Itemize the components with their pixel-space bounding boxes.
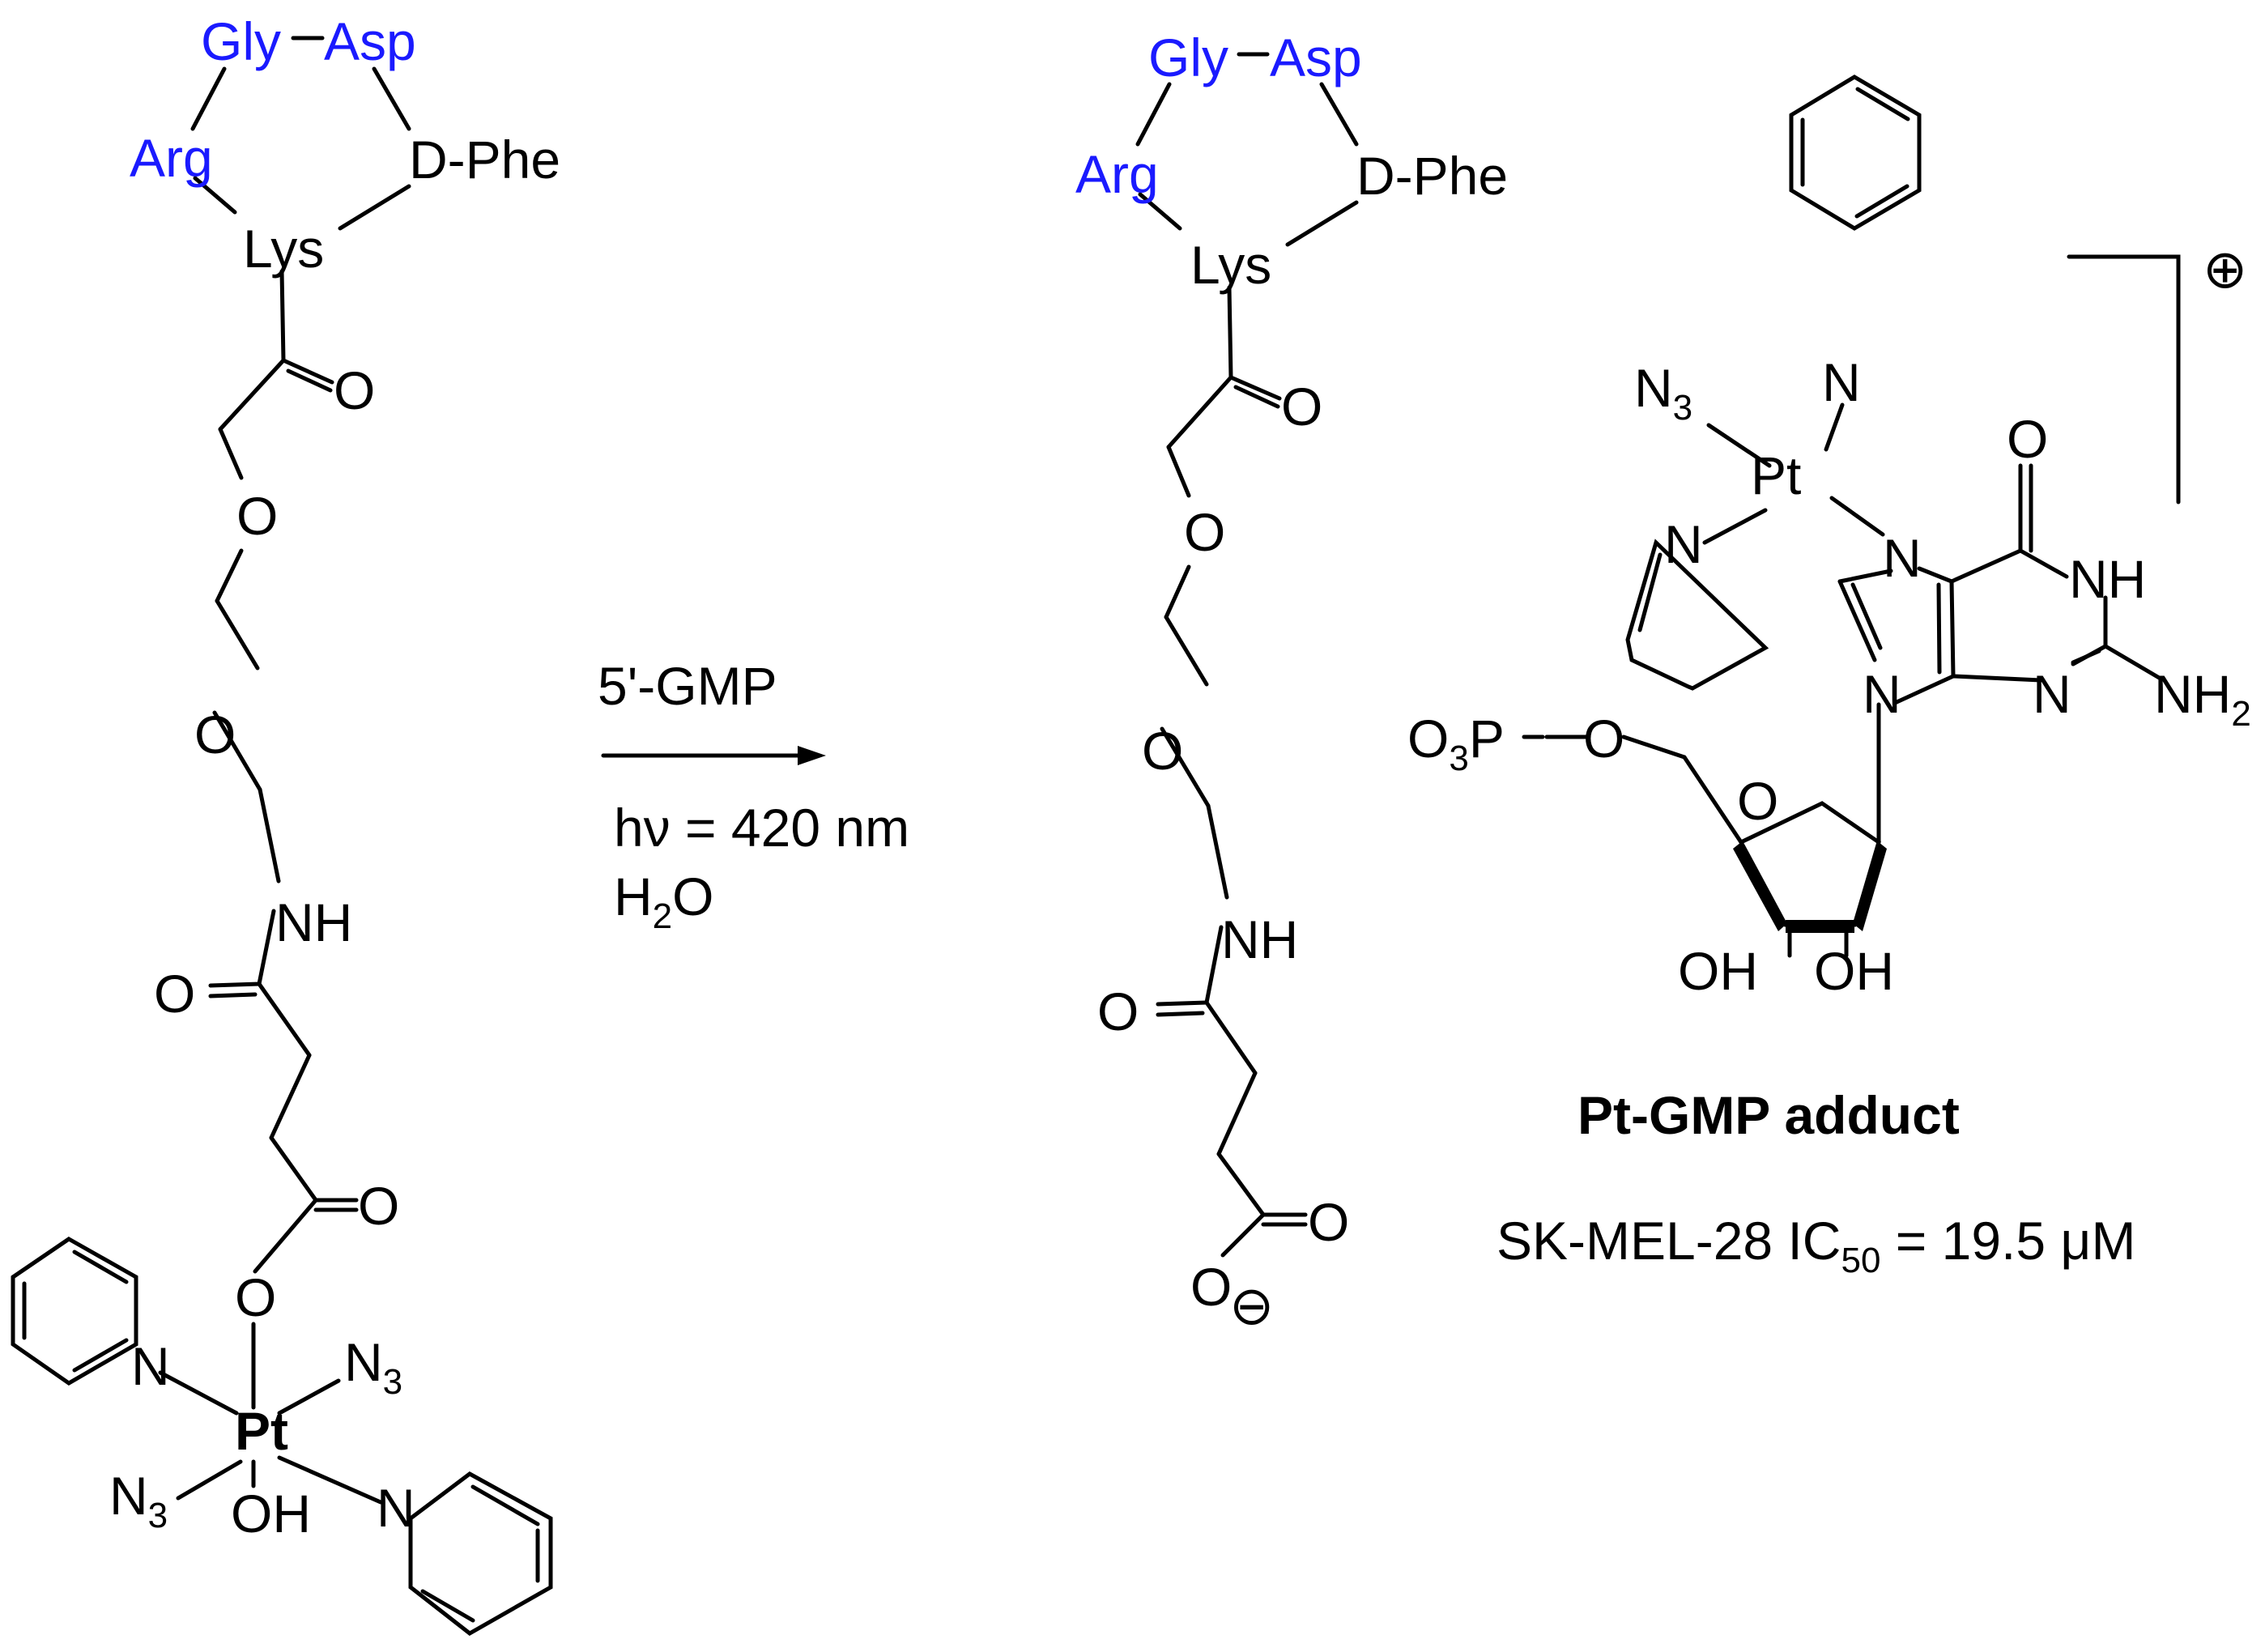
adduct-nh2: NH2 (2154, 664, 2251, 734)
reactant-pyridine-n-right: N (377, 1478, 415, 1538)
light-condition-label: hν = 420 nm (614, 798, 909, 858)
reactant-asp-label: Asp (324, 11, 416, 71)
adduct-positive-charge: ⊕ (2203, 239, 2247, 299)
reactant-keto-o: O (334, 360, 375, 420)
product-arg-label: Arg (1075, 144, 1159, 204)
product-ether-o1: O (1184, 502, 1225, 562)
reactant-dphe-label: D-Phe (409, 130, 560, 189)
pt-gmp-adduct: ⊕ (1407, 75, 2251, 1280)
reactant-molecule: Gly Asp Arg D-Phe Lys O O O NH O O O N P… (11, 11, 560, 1637)
reactant-lys-label: Lys (243, 219, 324, 279)
adduct-pt: Pt (1751, 445, 1801, 505)
product-negative-charge: ⊖ (1229, 1275, 1274, 1335)
reactant-pt: Pt (235, 1401, 288, 1461)
adduct-pyridine-n-top: N (1822, 352, 1861, 412)
reactant-pyridine-n-left: N (131, 1336, 170, 1396)
reactant-gly-label: Gly (201, 11, 281, 71)
adduct-oh-2: OH (1814, 941, 1894, 1001)
adduct-pyridine-n-left: N (1664, 514, 1703, 574)
adduct-oh-1: OH (1678, 941, 1758, 1001)
product-molecule: Gly Asp Arg D-Phe Lys O O O NH O O O ⊖ (1075, 28, 1508, 1335)
reactant-ether-o2: O (194, 705, 236, 764)
product-gly-label: Gly (1148, 28, 1228, 87)
reactant-azide-bottom: N3 (109, 1466, 168, 1535)
adduct-n1h: NH (2069, 549, 2146, 609)
reactant-ether-o1: O (236, 486, 278, 546)
product-lys-label: Lys (1190, 235, 1271, 295)
adduct-azide: N3 (1634, 358, 1692, 428)
adduct-n7: N (1883, 528, 1922, 588)
reactant-ester-o: O (358, 1176, 399, 1236)
product-keto-o: O (1281, 377, 1322, 436)
reactant-link-o: O (235, 1267, 276, 1327)
product-nh: NH (1221, 909, 1298, 969)
product-carboxylate-o: O (1308, 1192, 1349, 1252)
adduct-activity-label: SK-MEL-28 IC50 = 19.5 μM (1497, 1211, 2135, 1280)
adduct-n3: N (2033, 664, 2071, 724)
reaction-arrow-group: 5'-GMP hν = 420 nm H2O (598, 656, 909, 936)
adduct-ring-o: O (1737, 771, 1778, 831)
reactant-amide-o: O (154, 964, 195, 1024)
product-anion-o: O (1190, 1257, 1232, 1317)
arrow-head (798, 746, 826, 765)
reactant-azide-top: N3 (344, 1332, 402, 1402)
adduct-name-label: Pt-GMP adduct (1577, 1085, 1960, 1145)
product-amide-o: O (1097, 981, 1139, 1041)
solvent-label: H2O (614, 866, 714, 936)
adduct-o6: O (2007, 409, 2048, 469)
adduct-n9: N (1863, 664, 1901, 724)
reagent-label: 5'-GMP (598, 656, 777, 716)
reactant-nh: NH (275, 892, 352, 952)
adduct-o3p: O3P (1407, 709, 1505, 778)
product-asp-label: Asp (1270, 28, 1362, 87)
reactant-oh: OH (231, 1484, 311, 1543)
product-dphe-label: D-Phe (1356, 146, 1508, 206)
product-ether-o2: O (1142, 721, 1183, 781)
adduct-o5prime: O (1583, 709, 1624, 769)
reactant-arg-label: Arg (130, 128, 213, 188)
